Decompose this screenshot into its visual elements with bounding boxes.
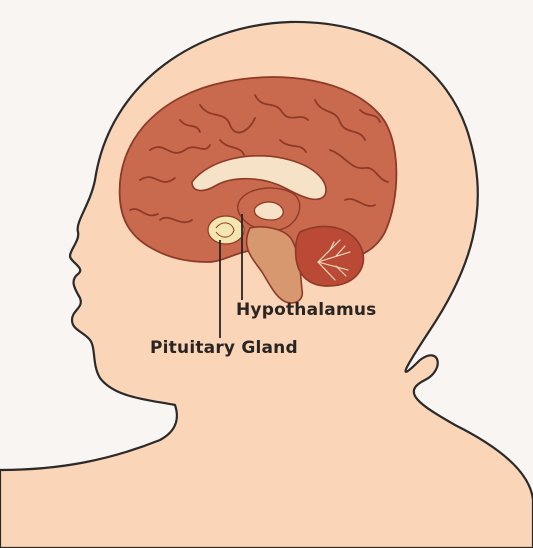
pituitary-gland-label: Pituitary Gland bbox=[150, 338, 298, 358]
brainstem bbox=[245, 226, 304, 304]
hypothalamus-label: Hypothalamus bbox=[236, 300, 377, 320]
cerebellum-branches bbox=[317, 239, 351, 281]
corpus-callosum bbox=[191, 154, 327, 201]
pituitary-detail bbox=[215, 222, 235, 238]
pituitary-gland bbox=[207, 215, 245, 245]
cerebellum bbox=[294, 225, 365, 287]
inner-gray-matter bbox=[253, 201, 284, 221]
cerebrum-folds bbox=[129, 94, 389, 224]
